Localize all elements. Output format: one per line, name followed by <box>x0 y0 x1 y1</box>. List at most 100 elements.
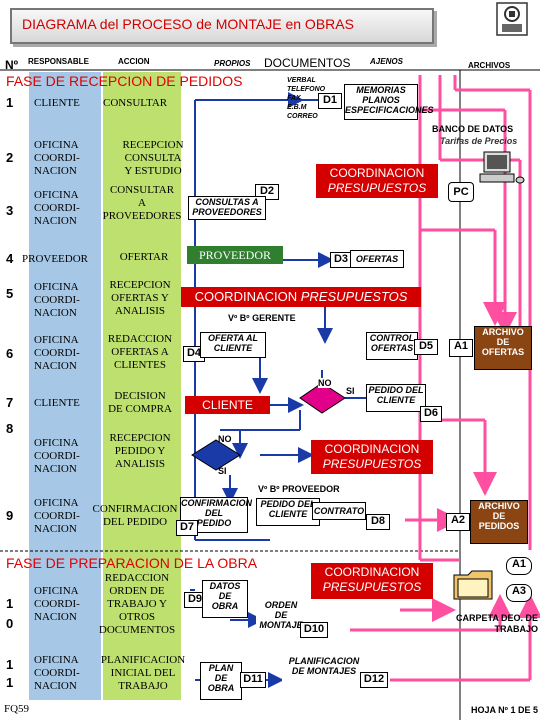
decision-si-label-row-7: SI <box>346 386 355 396</box>
banco-datos-title: BANCO DE DATOS <box>432 124 514 134</box>
banco-datos-subtitle: Tarifas de Precios <box>440 136 518 146</box>
header-archivos: ARCHIVOS <box>468 61 511 70</box>
row-number-3: 3 <box>6 203 14 218</box>
decision-diamond-row-7 <box>299 382 346 414</box>
archive-code-a2: A2 <box>446 513 470 531</box>
doc-code-d12: D12 <box>360 672 388 688</box>
row-number-4: 4 <box>6 251 14 266</box>
title-box <box>10 8 434 44</box>
row-number-9: 9 <box>6 508 14 523</box>
header-ajenos: AJENOS <box>370 57 403 66</box>
footer-form-code: FQ59 <box>4 703 30 715</box>
row-number-11: 1 1 <box>6 657 14 690</box>
header-propios: PROPIOS <box>214 59 251 68</box>
action-row-4: OFERTAR <box>119 251 169 263</box>
doc-code-d8: D8 <box>366 514 390 530</box>
row-number-5: 5 <box>6 286 14 301</box>
row-number-2: 2 <box>6 150 14 165</box>
responsable-row-7: CLIENTE <box>34 397 80 409</box>
responsable-row-1: CLIENTE <box>34 97 80 109</box>
decision-si-label-row-8: SI <box>218 466 227 476</box>
doc-code-d4: D4 <box>183 346 205 362</box>
pc-label: PC <box>448 182 474 202</box>
doc-code-d6: D6 <box>420 406 442 422</box>
computer-icon <box>479 151 525 184</box>
decision-no-label-row-7: NO <box>318 378 332 388</box>
company-logo-icon <box>496 2 528 36</box>
doc-d8-contrato: CONTRATO <box>312 502 366 520</box>
doc-code-d1: D1 <box>318 93 342 109</box>
row-number-10: 1 0 <box>6 596 14 631</box>
proveedor-box: PROVEEDOR <box>187 246 283 264</box>
header-responsable: RESPONSABLE <box>28 57 89 66</box>
doc-code-d11: D11 <box>240 672 266 688</box>
doc-d3-ofertas: OFERTAS <box>350 250 404 268</box>
archive-code-a3: A3 <box>506 584 532 602</box>
coordinacion-presupuestos-row-5: COORDINACION PRESUPUESTOS <box>181 287 421 307</box>
decision-diamond-row-8 <box>191 439 241 471</box>
doc-code-d7: D7 <box>176 520 198 536</box>
folder-icon <box>453 570 493 600</box>
row-number-1: 1 <box>6 95 14 110</box>
doc-code-d5: D5 <box>414 339 438 355</box>
archive-code-a1: A1 <box>449 339 473 357</box>
header-num: Nº <box>5 58 19 72</box>
page-title: DIAGRAMA del PROCESO de MONTAJE en OBRAS <box>22 16 354 32</box>
row-number-7: 7 <box>6 395 14 410</box>
doc-code-d10: D10 <box>300 622 328 638</box>
phase-preparacion: FASE DE PREPARACION DE LA OBRA <box>6 555 258 571</box>
doc-code-d9: D9 <box>184 592 206 608</box>
cliente-box: CLIENTE <box>185 396 270 414</box>
footer-page-number: HOJA Nº 1 DE 5 <box>471 705 538 715</box>
vb-proveedor-label: Vº Bº PROVEEDOR <box>258 484 340 494</box>
vb-gerente-label: Vº Bº GERENTE <box>228 313 296 323</box>
action-row-1: CONSULTAR <box>103 97 168 109</box>
responsable-column <box>29 72 101 700</box>
doc-code-d3: D3 <box>330 252 352 268</box>
responsable-row-4: PROVEEDOR <box>22 253 89 265</box>
decision-no-label-row-8: NO <box>218 434 232 444</box>
header-documentos: DOCUMENTOS <box>264 56 351 70</box>
archive-code-a1-top: A1 <box>506 557 532 575</box>
row-number-6: 6 <box>6 346 14 361</box>
phase-recepcion: FASE DE RECEPCION DE PEDIDOS <box>6 73 243 89</box>
header-accion: ACCION <box>118 57 150 66</box>
row-number-8: 8 <box>6 421 14 436</box>
